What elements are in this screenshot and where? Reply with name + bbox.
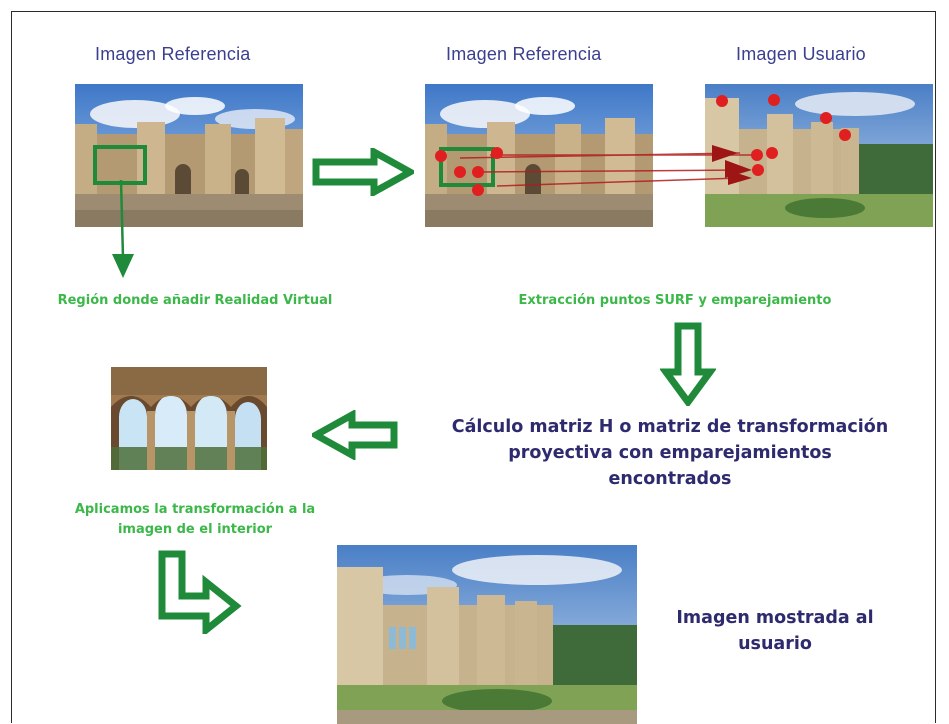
keypoint	[766, 147, 778, 159]
keypoint	[435, 150, 447, 162]
region-label: Región donde añadir Realidad Virtual	[57, 293, 333, 308]
keypoint	[751, 149, 763, 161]
final-line-2: usuario	[738, 634, 812, 654]
match-line	[496, 177, 741, 187]
keypoint	[768, 94, 780, 106]
matrix-line-2: proyectiva con emparejamientos	[508, 443, 832, 463]
down-pointer-icon	[112, 180, 134, 278]
keypoint	[472, 184, 484, 196]
final-image-caption: Imagen mostrada al usuario	[655, 605, 895, 657]
turn-arrow-icon	[158, 550, 242, 634]
match-line	[477, 169, 746, 173]
title-user-image: Imagen Usuario	[736, 44, 866, 64]
surf-label: Extracción puntos SURF y emparejamiento	[518, 293, 832, 308]
keypoint	[454, 166, 466, 178]
keypoint	[839, 129, 851, 141]
left-arrow-icon	[312, 410, 398, 460]
title-reference-image-1: Imagen Referencia	[95, 44, 251, 64]
down-arrow-icon	[660, 322, 716, 406]
keypoint	[716, 95, 728, 107]
interior-photo	[111, 367, 267, 470]
keypoint	[472, 166, 484, 178]
apply-line-2: imagen de el interior	[117, 522, 273, 537]
apply-transformation-label: Aplicamos la transformación a la imagen …	[40, 500, 350, 540]
title-reference-image-2: Imagen Referencia	[446, 44, 602, 64]
final-augmented-photo	[337, 545, 637, 724]
apply-line-1: Aplicamos la transformación a la	[74, 502, 316, 517]
matrix-description: Cálculo matriz H o matriz de transformac…	[420, 414, 920, 492]
keypoint	[491, 147, 503, 159]
matrix-line-1: Cálculo matriz H o matriz de transformac…	[451, 417, 889, 437]
final-line-1: Imagen mostrada al	[676, 608, 874, 628]
right-arrow-icon	[312, 148, 414, 196]
keypoint	[752, 164, 764, 176]
reference-castle-photo	[75, 84, 303, 227]
keypoint	[820, 112, 832, 124]
match-arrowhead	[728, 170, 752, 185]
match-arrowhead	[712, 145, 738, 162]
matrix-line-3: encontrados	[608, 469, 732, 489]
